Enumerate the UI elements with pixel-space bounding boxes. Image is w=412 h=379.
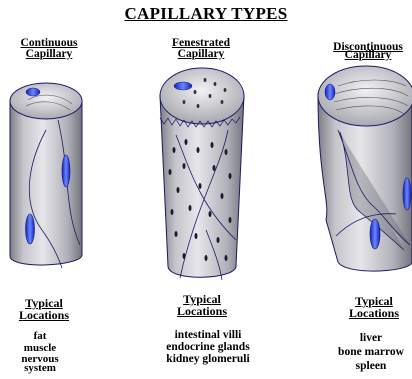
discontinuous-locations-heading: Typical Locations <box>336 296 412 319</box>
fenestrated-locations-heading: Typical Locations <box>166 294 238 317</box>
continuous-locations-heading: Typical Locations <box>8 298 80 321</box>
continuous-tube-opening <box>10 83 82 119</box>
discontinuous-locations-list: liver bone marrow spleen <box>330 331 412 373</box>
discontinuous-nucleus-right <box>403 178 411 210</box>
continuous-locations-list: fat muscle nervous system <box>10 331 70 374</box>
continuous-nucleus-left <box>26 214 35 244</box>
fenestrated-locations-heading-line2: Locations <box>166 306 238 318</box>
fenestrated-location-item: intestinal villi <box>152 329 264 341</box>
discontinuous-location-item: spleen <box>330 359 412 373</box>
continuous-nucleus-right <box>62 155 70 187</box>
fenestrated-tube-opening <box>160 68 244 124</box>
fenestrated-location-item: kidney glomeruli <box>152 353 264 365</box>
fenestrated-location-item: endocrine glands <box>152 341 264 353</box>
continuous-location-item: system <box>10 363 70 375</box>
discontinuous-capillary-figure <box>318 66 412 271</box>
discontinuous-location-item: bone marrow <box>330 345 412 359</box>
fenestrated-opening-nucleus <box>174 82 192 90</box>
fenestrated-locations-list: intestinal villi endocrine glands kidney… <box>152 329 264 365</box>
continuous-opening-nucleus <box>26 88 40 96</box>
fenestrated-capillary-figure <box>160 68 244 280</box>
discontinuous-nucleus-lower <box>370 219 380 249</box>
discontinuous-location-item: liver <box>330 331 412 345</box>
discontinuous-locations-heading-line2: Locations <box>336 308 412 320</box>
continuous-capillary-figure <box>10 83 82 268</box>
continuous-location-item: fat <box>10 331 70 343</box>
continuous-locations-heading-line2: Locations <box>8 310 80 322</box>
discontinuous-opening-nucleus <box>325 84 335 100</box>
